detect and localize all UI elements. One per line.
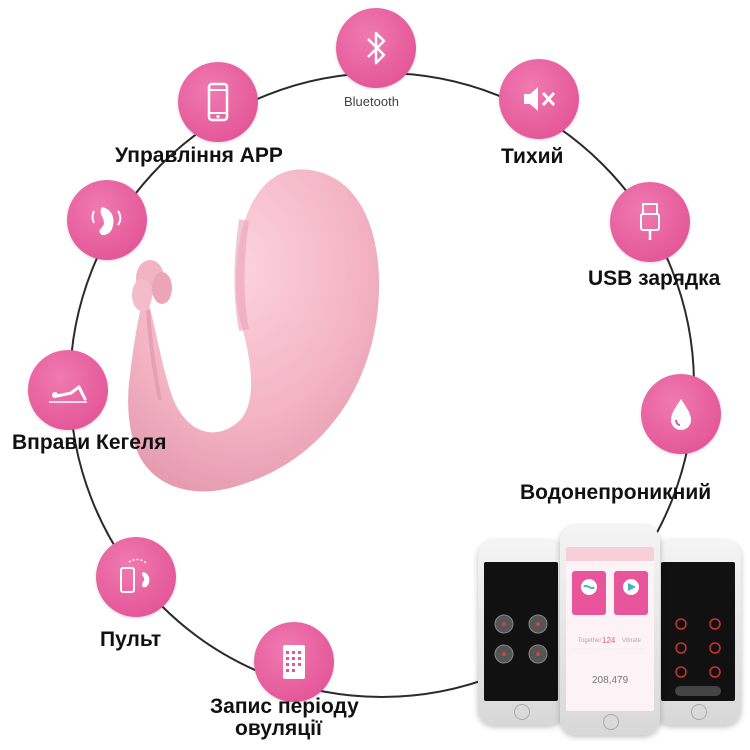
- calendar-icon: [283, 645, 305, 679]
- kegel-feature: [28, 350, 108, 430]
- bluetooth-icon: [367, 31, 386, 65]
- phone-left-screen: [484, 562, 558, 701]
- phone-right: [655, 540, 741, 725]
- usb-charging-label: USB зарядка: [588, 267, 721, 290]
- vibrate-label: Vibrate: [622, 638, 641, 644]
- vibrating-device-icon: [91, 207, 122, 236]
- remote-phone-icon: [120, 558, 150, 593]
- remote-label: Пульт: [100, 628, 162, 651]
- product-device: [128, 169, 380, 492]
- kegel-exercise-icon: [49, 385, 87, 403]
- app-control-label: Управління APP: [115, 144, 283, 167]
- phone-center-home-button: [603, 714, 619, 730]
- together-count: 124: [602, 636, 616, 645]
- phone-left: [478, 540, 564, 725]
- mute-speaker-icon: [524, 87, 556, 111]
- total-count: 208,479: [592, 675, 629, 686]
- ovulation-feature: [254, 622, 334, 702]
- usb-plug-icon: [640, 203, 660, 240]
- phone-center-content: [566, 547, 654, 650]
- app-control-feature: [178, 62, 258, 142]
- ovulation-label-2: овуляції: [235, 717, 322, 740]
- silent-label: Тихий: [501, 145, 564, 168]
- phone-right-content: [675, 618, 721, 696]
- silent-feature: [499, 59, 579, 139]
- phone-center: Together 124 Vibrate 208,479: [560, 525, 660, 735]
- waterproof-feature: [641, 374, 721, 454]
- remote-feature: [96, 537, 176, 617]
- phone-right-screen: [661, 562, 735, 701]
- bluetooth-caption: Bluetooth: [344, 94, 399, 109]
- usb-charging-feature: [610, 182, 690, 262]
- phone-center-screen: Together 124 Vibrate 208,479: [566, 547, 654, 711]
- vibration-feature: [67, 180, 147, 260]
- smartphone-icon: [207, 82, 229, 122]
- kegel-label: Вправи Кегеля: [12, 431, 167, 454]
- ovulation-label: Запис періоду: [210, 695, 359, 718]
- waterproof-label: Водонепроникний: [520, 481, 712, 504]
- phone-left-content: [494, 614, 548, 664]
- water-drop-icon: [671, 399, 691, 430]
- phone-right-home-button: [691, 704, 707, 720]
- phone-left-home-button: [514, 704, 530, 720]
- bluetooth-feature: [336, 8, 416, 88]
- together-label: Together: [578, 638, 602, 644]
